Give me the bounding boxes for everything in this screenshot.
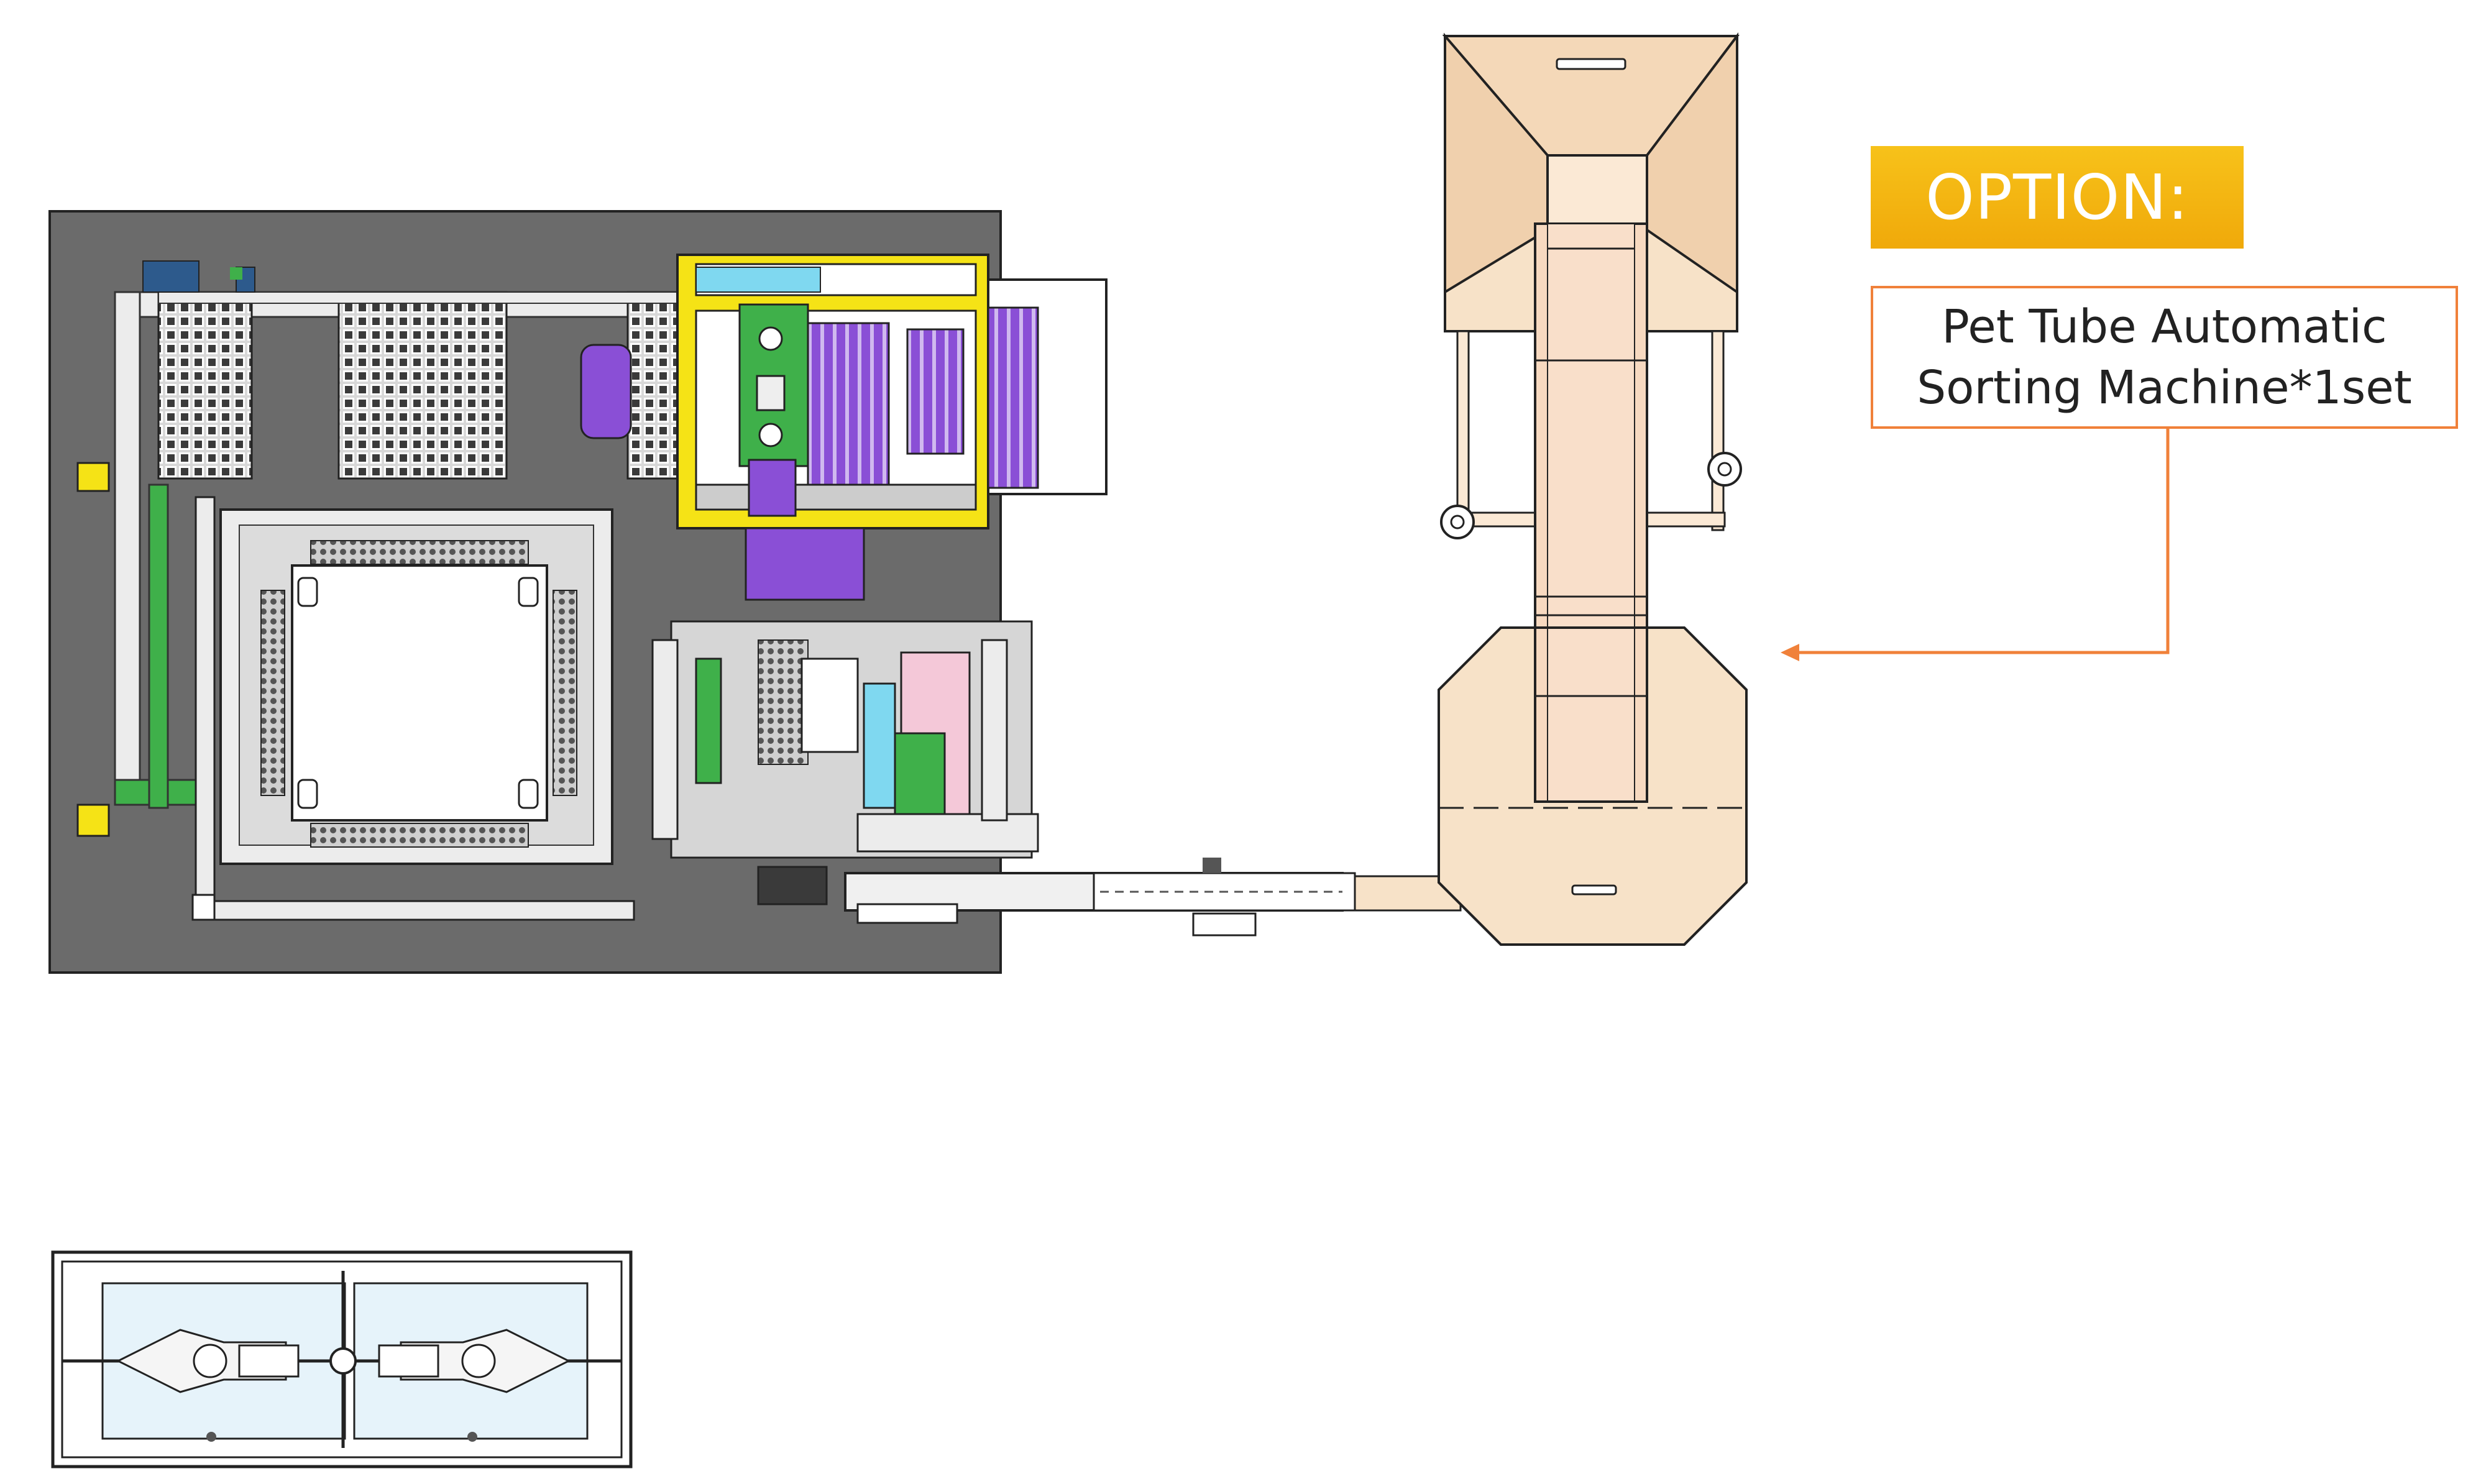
transfer-conveyor: [844, 858, 1462, 937]
option-label: OPTION:: [1871, 146, 2244, 249]
callout-arrow: [1781, 429, 2170, 661]
main-machine: [48, 210, 1108, 974]
option-description-box: Pet Tube Automatic Sorting Machine*1set: [1871, 286, 2458, 429]
sorting-machine: [1438, 32, 1748, 946]
description-line-1: Pet Tube Automatic: [1942, 300, 2387, 354]
description-line-2: Sorting Machine*1set: [1917, 361, 2412, 415]
bottom-component: [51, 1250, 633, 1468]
